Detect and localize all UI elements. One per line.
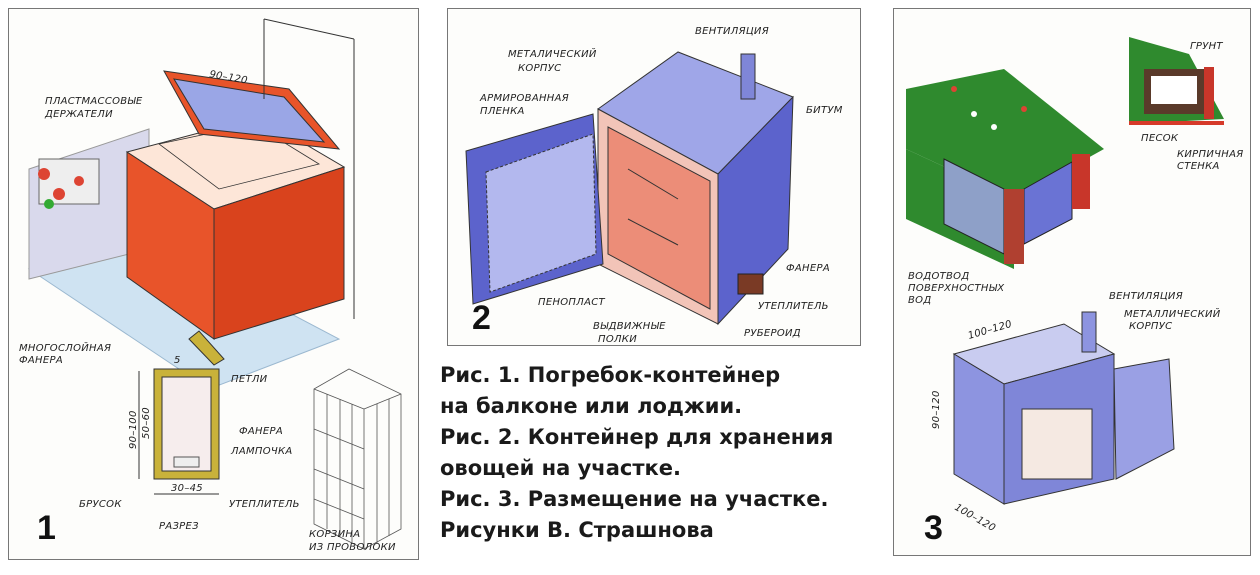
caption-line: Рис. 1. Погребок-контейнер xyxy=(440,363,781,387)
label-insulation: УТЕПЛИТЕЛЬ xyxy=(229,499,300,510)
label-drainage-3: ВОД xyxy=(908,295,931,306)
label-plywood: ФАНЕРА xyxy=(786,263,830,274)
figure-2-garden-container: ВЕНТИЛЯЦИЯ МЕТАЛИЧЕСКИЙ КОРПУС АРМИРОВАН… xyxy=(447,8,861,346)
chest-container xyxy=(125,70,346,340)
flower-box xyxy=(38,158,100,209)
wire-basket xyxy=(313,368,402,550)
label-pullout-shelves: ВЫДВИЖНЫЕ xyxy=(593,321,666,332)
label-ventilation: ВЕНТИЛЯЦИЯ xyxy=(1109,291,1183,302)
cross-section-drawing xyxy=(138,330,225,495)
label-ventilation: ВЕНТИЛЯЦИЯ xyxy=(695,26,769,37)
figure-1-illustration: 90–120 ПЛАСТМАССОВЫЕ ДЕРЖАТЕЛИ МНОГОСЛОЙ… xyxy=(19,18,402,553)
label-soil: ГРУНТ xyxy=(1190,41,1223,52)
label-metal-body-2: КОРПУС xyxy=(518,63,561,74)
height-inner-dimension: 50–60 xyxy=(141,407,152,439)
label-drainage-2: ПОВЕРХНОСТНЫХ xyxy=(908,283,1005,294)
label-multilayer-plywood: МНОГОСЛОЙНАЯ xyxy=(19,341,111,354)
figure-number-2: 2 xyxy=(472,299,491,337)
figure-3-site-placement: ГРУНТ ПЕСОК КИРПИЧНАЯ СТЕНКА ВОДОТВОД ПО… xyxy=(893,8,1251,556)
label-plastic-holders: ПЛАСТМАССОВЫЕ xyxy=(45,96,143,107)
label-multilayer-plywood-2: ФАНЕРА xyxy=(19,355,63,366)
cross-section-inset xyxy=(1129,37,1224,125)
metal-cellar-box xyxy=(952,311,1175,505)
depth-dimension: 30–45 xyxy=(171,483,203,494)
label-metal-body-2: КОРПУС xyxy=(1129,321,1172,332)
figure-caption: Рис. 1. Погребок-контейнер на балконе ил… xyxy=(440,360,880,546)
label-metal-body: МЕТАЛИЧЕСКИЙ xyxy=(508,47,597,60)
vent-pipe xyxy=(740,53,756,100)
label-reinforced-film-2: ПЛЕНКА xyxy=(480,106,525,117)
label-insulation: УТЕПЛИТЕЛЬ xyxy=(758,301,829,312)
open-door xyxy=(465,113,604,305)
label-pullout-shelves-2: ПОЛКИ xyxy=(598,334,637,345)
label-bitumen: БИТУМ xyxy=(806,105,843,116)
height-outer-dimension: 90–100 xyxy=(128,410,139,449)
metal-container xyxy=(597,51,794,326)
dimension-top: 100–120 xyxy=(967,319,1014,342)
label-brick-wall-2: СТЕНКА xyxy=(1177,161,1220,172)
figure-number-1: 1 xyxy=(37,509,56,547)
label-roofing-felt: РУБЕРОИД xyxy=(744,328,801,339)
figure-2-illustration: ВЕНТИЛЯЦИЯ МЕТАЛИЧЕСКИЙ КОРПУС АРМИРОВАН… xyxy=(465,26,843,345)
figure-number-3: 3 xyxy=(924,509,943,547)
label-wire-basket-2: ИЗ ПРОВОЛОКИ xyxy=(309,542,396,553)
caption-line: на балконе или лоджии. xyxy=(440,394,743,418)
label-drainage: ВОДОТВОД xyxy=(908,271,969,282)
figure-1-balcony-container: 90–120 ПЛАСТМАССОВЫЕ ДЕРЖАТЕЛИ МНОГОСЛОЙ… xyxy=(8,8,419,560)
dimension-side: 90–120 xyxy=(931,390,942,429)
dimension-5: 5 xyxy=(174,355,181,366)
label-hinges: ПЕТЛИ xyxy=(231,374,268,385)
label-lamp: ЛАМПОЧКА xyxy=(230,446,293,457)
caption-line: овощей на участке. xyxy=(440,456,681,480)
caption-line: Рис. 2. Контейнер для хранения xyxy=(440,425,834,449)
label-section: РАЗРЕЗ xyxy=(159,521,199,532)
label-sand: ПЕСОК xyxy=(1141,133,1179,144)
label-foam: ПЕНОПЛАСТ xyxy=(538,297,605,308)
label-plastic-holders-2: ДЕРЖАТЕЛИ xyxy=(44,109,113,120)
dimension-bottom: 100–120 xyxy=(953,502,998,534)
label-metal-body: МЕТАЛЛИЧЕСКИЙ xyxy=(1124,307,1221,320)
label-plywood: ФАНЕРА xyxy=(239,426,283,437)
caption-credit: Рисунки В. Страшнова xyxy=(440,518,714,542)
caption-line: Рис. 3. Размещение на участке. xyxy=(440,487,829,511)
label-wire-basket: КОРЗИНА xyxy=(309,529,360,540)
label-bar: БРУСОК xyxy=(79,499,122,510)
figure-3-illustration: ГРУНТ ПЕСОК КИРПИЧНАЯ СТЕНКА ВОДОТВОД ПО… xyxy=(906,37,1243,547)
buried-cellar xyxy=(906,69,1104,269)
label-brick-wall: КИРПИЧНАЯ xyxy=(1177,149,1243,160)
label-reinforced-film: АРМИРОВАННАЯ xyxy=(479,93,569,104)
